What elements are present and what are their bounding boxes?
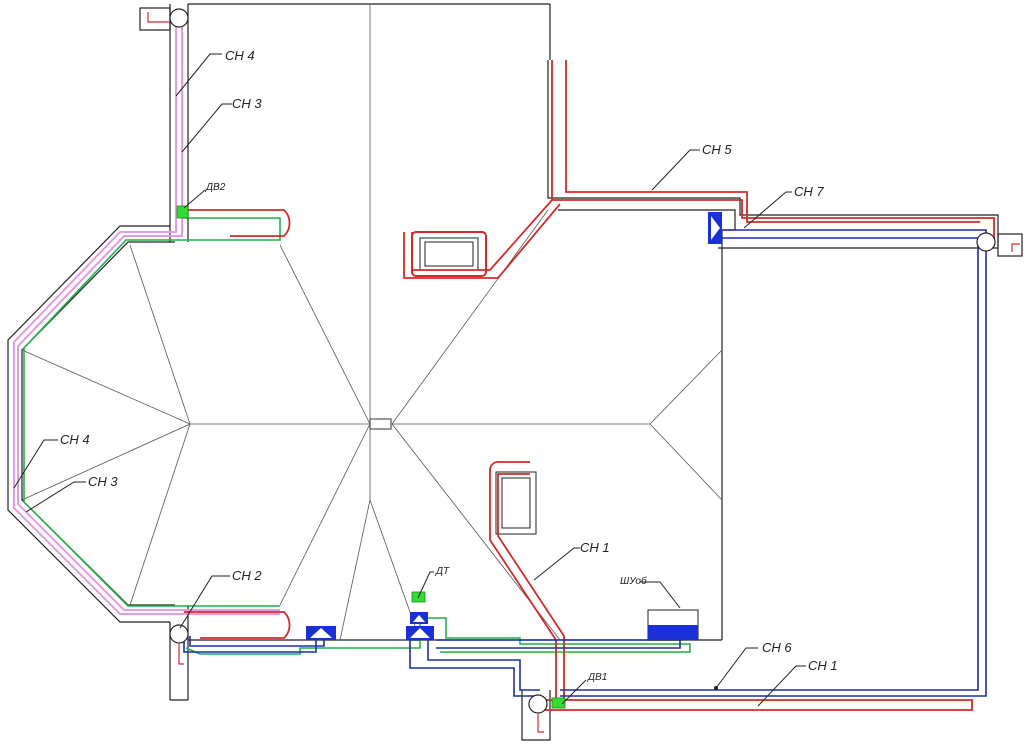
label-shuob: ШУоб (620, 575, 647, 587)
label-sn1-mid: СН 1 (580, 540, 610, 555)
drain-pipes (147, 12, 1020, 733)
skylights (411, 231, 537, 535)
sensors (176, 205, 566, 709)
sensor-dv1-icon (551, 697, 566, 709)
ridge-vent (369, 418, 392, 430)
label-sn1-right: СН 1 (808, 658, 838, 673)
thermostat-units (306, 212, 722, 641)
cable-blue (183, 229, 987, 697)
label-dv1: ДВ1 (587, 672, 607, 683)
label-dt: ДТ (435, 566, 450, 577)
sensor-dv2-icon (176, 205, 189, 219)
drain-points (169, 8, 996, 714)
label-sn5: СН 5 (702, 142, 732, 157)
label-sn4-left: СН 4 (60, 432, 90, 447)
leader-lines (13, 53, 806, 707)
building-outline (7, 3, 1023, 741)
label-dv2: ДВ2 (205, 182, 226, 193)
label-sn2: СН 2 (232, 568, 262, 583)
label-sn3-top: СН 3 (232, 96, 262, 111)
roof-ridges (21, 4, 723, 641)
label-sn7: СН 7 (794, 184, 824, 199)
label-sn4-top: СН 4 (225, 48, 255, 63)
label-sn6: СН 6 (762, 640, 792, 655)
cable-sn4 (13, 18, 280, 615)
cable-red (184, 60, 995, 711)
label-sn3-left: СН 3 (88, 474, 118, 489)
cable-sn3 (23, 212, 691, 655)
